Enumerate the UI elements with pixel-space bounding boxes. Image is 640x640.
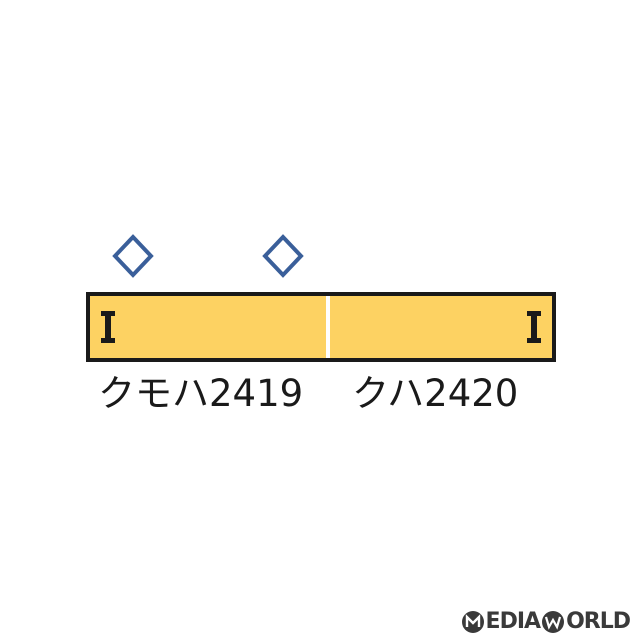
car-label-kuha-2420: クハ2420 [352, 372, 519, 415]
pantograph-diamond-icon [260, 233, 306, 279]
logo-text-right: ORLD [566, 609, 631, 634]
logo-text-left: EDIA [485, 609, 542, 634]
pantograph-diamond-icon [110, 233, 156, 279]
car-label-kumoha-2419: クモハ2419 [98, 372, 304, 415]
train-formation-bar [86, 292, 556, 362]
cab-end-icon [100, 310, 116, 344]
cab-end-icon [526, 310, 542, 344]
m-disc-icon [461, 610, 484, 633]
car-kuha-2420 [330, 296, 552, 358]
media-world-logo: EDIA ORLD [461, 609, 631, 634]
car-kumoha-2419 [90, 296, 330, 358]
w-disc-icon [542, 610, 565, 633]
